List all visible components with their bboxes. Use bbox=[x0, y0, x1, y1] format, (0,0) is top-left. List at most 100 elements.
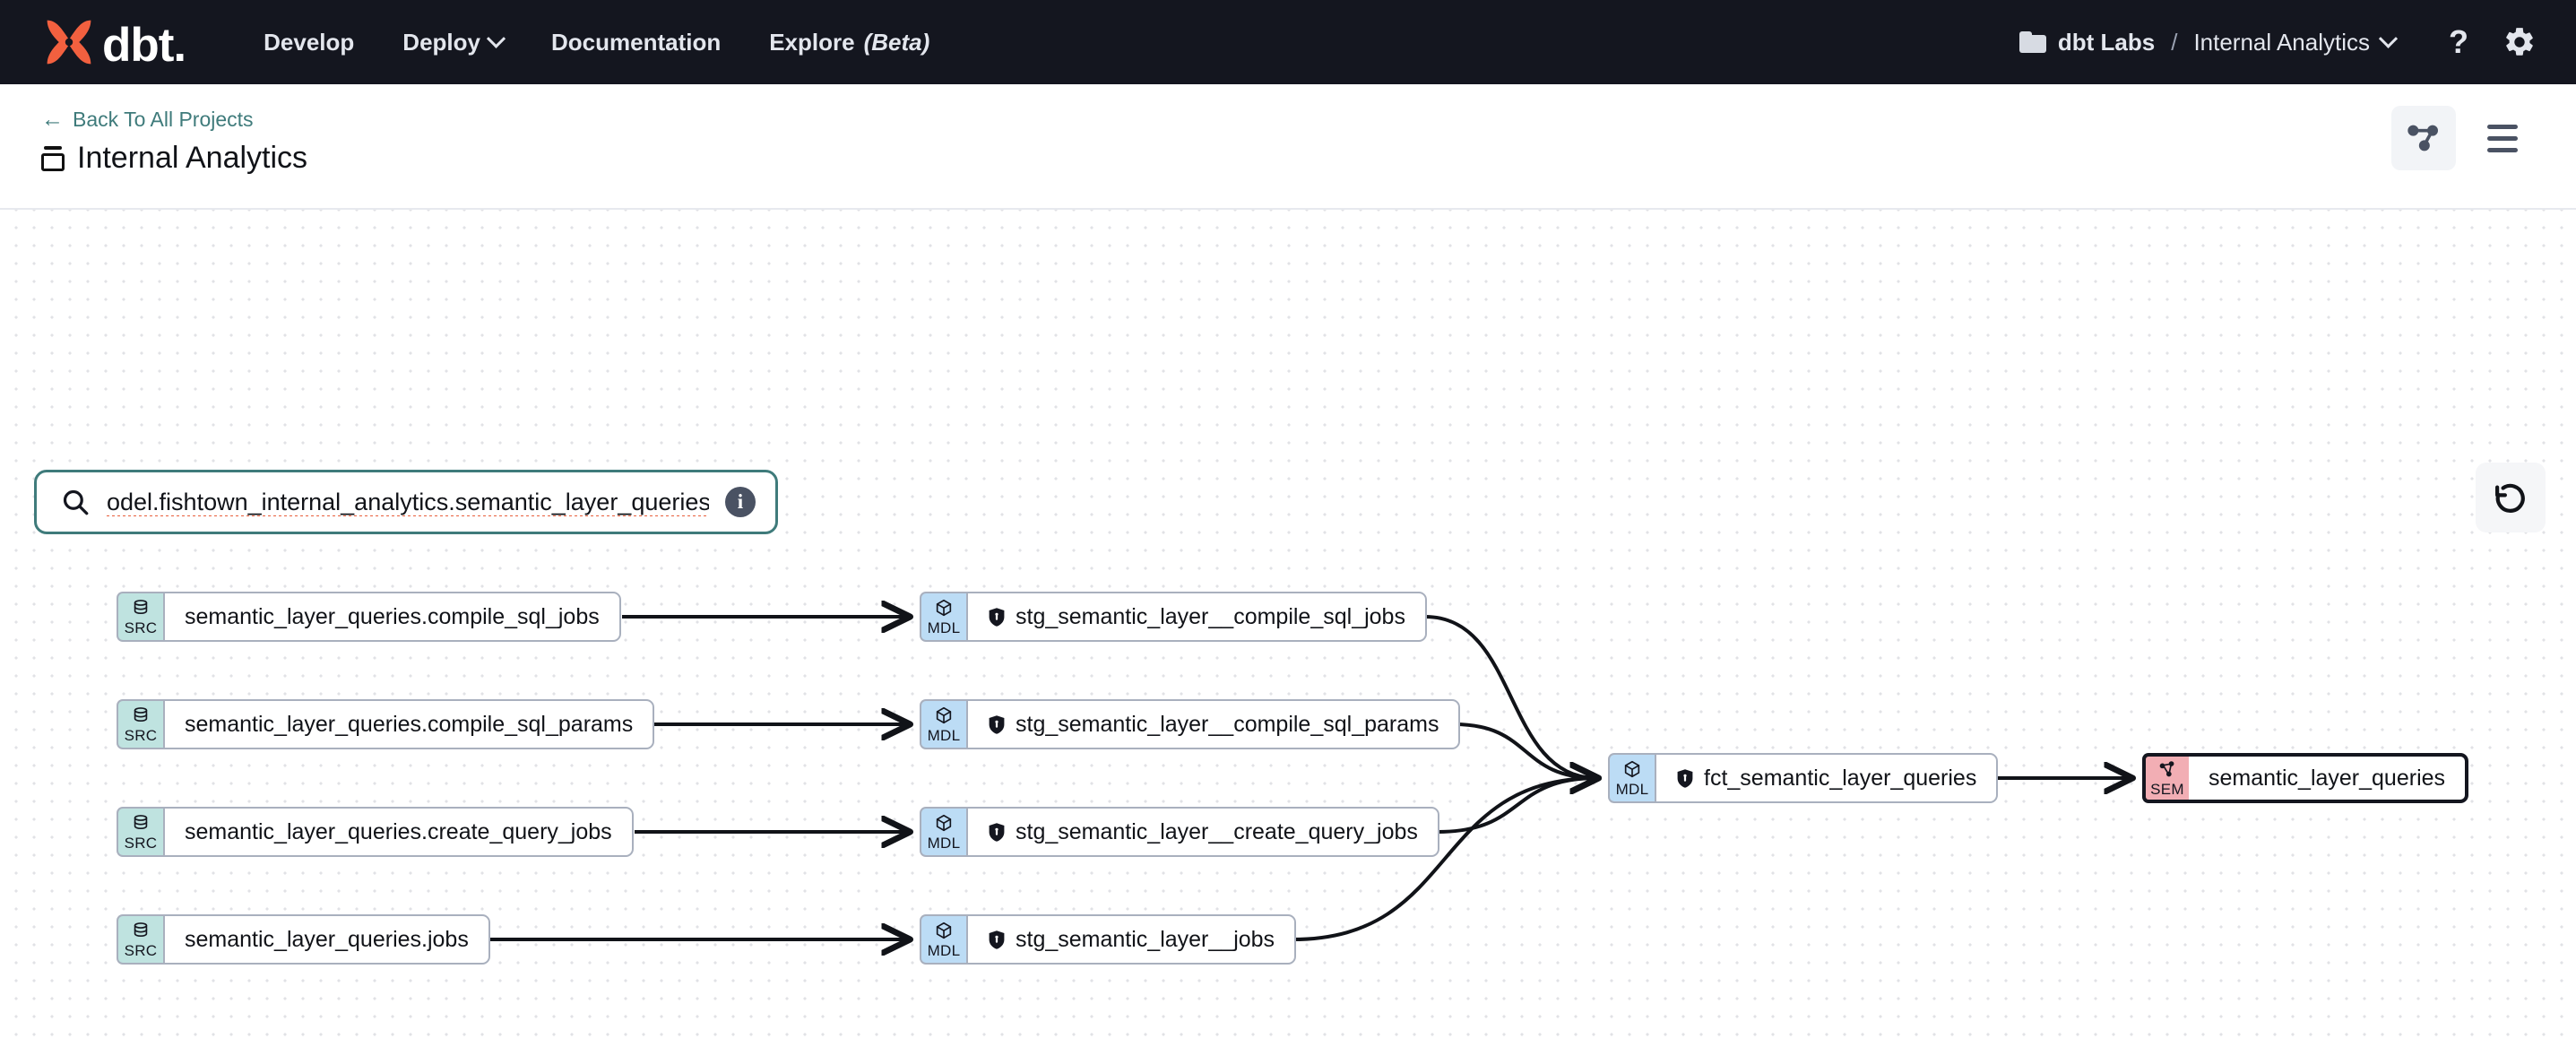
nav-link-explore-beta-tag: (Beta) bbox=[863, 28, 930, 56]
shield-icon bbox=[989, 822, 1005, 842]
database-icon bbox=[134, 922, 148, 938]
lineage-node-mdl3[interactable]: MDL stg_semantic_layer__create_query_jobs bbox=[920, 807, 1439, 857]
lineage-node-mdl2[interactable]: MDL stg_semantic_layer__compile_sql_param… bbox=[920, 699, 1461, 749]
node-type-abbr: SRC bbox=[124, 619, 158, 636]
lineage-edge bbox=[1453, 723, 1597, 778]
node-type-abbr: SRC bbox=[124, 942, 158, 959]
node-type-badge-mdl: MDL bbox=[920, 914, 966, 965]
cube-icon bbox=[936, 706, 952, 724]
shield-icon bbox=[989, 930, 1005, 949]
lineage-edges bbox=[478, 210, 2576, 1047]
node-type-badge-src: SRC bbox=[117, 914, 163, 965]
node-type-badge-mdl: MDL bbox=[920, 807, 966, 857]
cube-icon bbox=[936, 814, 952, 832]
node-type-abbr: MDL bbox=[927, 942, 961, 959]
arrow-left-icon: ← bbox=[41, 107, 64, 132]
chevron-down-icon bbox=[486, 29, 506, 48]
breadcrumb-separator: / bbox=[2171, 28, 2178, 56]
lineage-canvas[interactable]: odel.fishtown_internal_analytics.semanti… bbox=[0, 210, 2576, 1047]
nav-link-documentation[interactable]: Documentation bbox=[527, 20, 745, 65]
node-type-badge-mdl: MDL bbox=[920, 592, 966, 642]
search-input-wrapper[interactable]: odel.fishtown_internal_analytics.semanti… bbox=[34, 470, 778, 534]
node-body-fct[interactable]: fct_semantic_layer_queries bbox=[1655, 753, 1999, 803]
lineage-node-sem[interactable]: SEM semantic_layer_queries bbox=[2142, 753, 2469, 803]
semantic-model-icon bbox=[2159, 761, 2174, 777]
node-label: stg_semantic_layer__compile_sql_jobs bbox=[1016, 603, 1405, 629]
subheader-actions bbox=[2391, 102, 2535, 170]
database-icon bbox=[134, 707, 148, 723]
back-to-all-projects-label: Back To All Projects bbox=[73, 108, 254, 131]
node-label: semantic_layer_queries.compile_sql_param… bbox=[185, 711, 634, 737]
node-body-src4[interactable]: semantic_layer_queries.jobs bbox=[163, 914, 490, 965]
share-nodes-icon bbox=[2407, 125, 2438, 151]
gear-icon[interactable] bbox=[2503, 25, 2537, 59]
node-type-badge-src: SRC bbox=[117, 807, 163, 857]
chevron-down-icon bbox=[2378, 29, 2399, 48]
node-type-abbr: SEM bbox=[2150, 781, 2184, 798]
lineage-edge bbox=[1292, 778, 1597, 941]
cube-icon bbox=[936, 599, 952, 617]
dbt-logo[interactable]: dbt . bbox=[41, 15, 186, 69]
search-icon bbox=[60, 487, 91, 517]
node-body-mdl3[interactable]: stg_semantic_layer__create_query_jobs bbox=[966, 807, 1439, 857]
node-type-badge-mdl: MDL bbox=[1608, 753, 1655, 803]
lineage-node-src2[interactable]: SRC semantic_layer_queries.compile_sql_pa… bbox=[117, 699, 655, 749]
project-breadcrumb[interactable]: Internal Analytics bbox=[2193, 28, 2399, 56]
node-type-abbr: MDL bbox=[1615, 781, 1649, 798]
nav-link-develop-label: Develop bbox=[264, 28, 355, 56]
shield-icon bbox=[989, 714, 1005, 734]
primary-nav-links: Develop Deploy Documentation Explore (Be… bbox=[239, 20, 954, 65]
node-label: semantic_layer_queries.compile_sql_jobs bbox=[185, 603, 600, 629]
node-label: semantic_layer_queries.jobs bbox=[185, 926, 469, 952]
lineage-node-src1[interactable]: SRC semantic_layer_queries.compile_sql_jo… bbox=[117, 592, 621, 642]
cube-icon bbox=[1624, 760, 1640, 778]
page-title: Internal Analytics bbox=[77, 141, 308, 175]
node-type-abbr: MDL bbox=[927, 619, 961, 636]
project-breadcrumb-label: Internal Analytics bbox=[2193, 28, 2370, 56]
lineage-node-mdl1[interactable]: MDL stg_semantic_layer__compile_sql_jobs bbox=[920, 592, 1427, 642]
lineage-graph-view-button[interactable] bbox=[2391, 106, 2456, 170]
nav-right-cluster: dbt Labs / Internal Analytics ? bbox=[2018, 23, 2537, 60]
node-body-mdl2[interactable]: stg_semantic_layer__compile_sql_params bbox=[966, 699, 1461, 749]
node-body-sem[interactable]: semantic_layer_queries bbox=[2189, 753, 2469, 803]
help-icon[interactable]: ? bbox=[2449, 23, 2468, 60]
node-type-abbr: MDL bbox=[927, 727, 961, 744]
org-breadcrumb[interactable]: dbt Labs bbox=[2018, 29, 2155, 56]
shield-icon bbox=[1677, 768, 1693, 788]
info-icon[interactable]: i bbox=[725, 487, 756, 517]
node-type-abbr: MDL bbox=[927, 835, 961, 852]
dbt-wordmark-period: . bbox=[173, 19, 186, 72]
node-type-badge-src: SRC bbox=[117, 699, 163, 749]
page-title-row: Internal Analytics bbox=[41, 141, 307, 176]
lineage-node-mdl4[interactable]: MDL stg_semantic_layer__jobs bbox=[920, 914, 1297, 965]
database-icon bbox=[134, 815, 148, 830]
back-to-all-projects-link[interactable]: ← Back To All Projects bbox=[41, 108, 307, 132]
node-type-badge-mdl: MDL bbox=[920, 699, 966, 749]
search-input[interactable]: odel.fishtown_internal_analytics.semanti… bbox=[107, 488, 709, 515]
node-body-src2[interactable]: semantic_layer_queries.compile_sql_param… bbox=[163, 699, 655, 749]
lineage-node-src4[interactable]: SRC semantic_layer_queries.jobs bbox=[117, 914, 490, 965]
lineage-edge bbox=[1437, 778, 1597, 834]
node-body-mdl4[interactable]: stg_semantic_layer__jobs bbox=[966, 914, 1297, 965]
reset-layout-button[interactable] bbox=[2476, 463, 2546, 532]
menu-button[interactable] bbox=[2470, 106, 2535, 170]
nav-link-explore[interactable]: Explore (Beta) bbox=[745, 20, 954, 65]
node-body-src1[interactable]: semantic_layer_queries.compile_sql_jobs bbox=[163, 592, 621, 642]
node-label: fct_semantic_layer_queries bbox=[1704, 765, 1977, 791]
nav-link-deploy[interactable]: Deploy bbox=[378, 20, 527, 65]
node-label: stg_semantic_layer__jobs bbox=[1016, 926, 1275, 952]
shield-icon bbox=[989, 607, 1005, 627]
project-subheader: ← Back To All Projects Internal Analytic… bbox=[0, 84, 2576, 210]
node-label: stg_semantic_layer__compile_sql_params bbox=[1016, 711, 1439, 737]
top-navigation-bar: dbt . Develop Deploy Documentation Explo… bbox=[0, 0, 2576, 84]
nav-link-develop[interactable]: Develop bbox=[239, 20, 378, 65]
node-type-badge-src: SRC bbox=[117, 592, 163, 642]
node-body-src3[interactable]: semantic_layer_queries.create_query_jobs bbox=[163, 807, 634, 857]
database-icon bbox=[134, 600, 148, 615]
folder-icon bbox=[2018, 31, 2046, 53]
subheader-left: ← Back To All Projects Internal Analytic… bbox=[41, 102, 307, 176]
dbt-wordmark: dbt bbox=[102, 19, 174, 72]
lineage-node-fct[interactable]: MDL fct_semantic_layer_queries bbox=[1608, 753, 1999, 803]
node-body-mdl1[interactable]: stg_semantic_layer__compile_sql_jobs bbox=[966, 592, 1427, 642]
